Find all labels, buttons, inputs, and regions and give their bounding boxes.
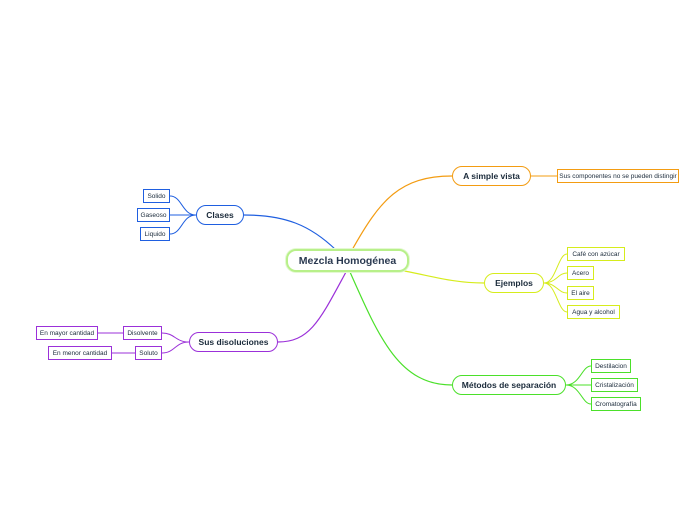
subtopic-label: En mayor cantidad: [39, 329, 95, 337]
subtopic-label: Café con azúcar: [572, 250, 620, 258]
subtopic-el-aire[interactable]: El aire: [567, 286, 594, 300]
subtopic-label: Gaseoso: [140, 211, 167, 219]
link-acero: [543, 272, 568, 284]
subtopic-liquido[interactable]: Liquido: [140, 227, 170, 241]
subtopic-cromatografia[interactable]: Cromatografía: [591, 397, 641, 411]
subtopic-label: El aire: [571, 289, 590, 297]
topic-label: Ejemplos: [495, 278, 533, 288]
subtopic-menor-cantidad[interactable]: En menor cantidad: [48, 346, 112, 360]
link-cafe: [543, 253, 568, 284]
link-solido: [169, 195, 197, 216]
subtopic-label: Cromatografía: [595, 400, 637, 408]
subtopic-label: Soluto: [139, 349, 158, 357]
subtopic-label: Destilacion: [595, 362, 627, 370]
link-disolvente: [161, 332, 190, 343]
central-topic-label: Mezcla Homogénea: [298, 254, 397, 267]
subtopic-mayor-cantidad[interactable]: En mayor cantidad: [36, 326, 98, 340]
subtopic-destilacion[interactable]: Destilacion: [591, 359, 631, 373]
link-destilacion: [565, 365, 592, 386]
link-metodos: [349, 271, 453, 386]
subtopic-label: Disolvente: [127, 329, 158, 337]
subtopic-cafe[interactable]: Café con azúcar: [567, 247, 625, 261]
subtopic-label: Agua y alcohol: [572, 308, 615, 316]
link-aire: [543, 282, 568, 294]
subtopic-cristalizacion[interactable]: Cristalización: [591, 378, 638, 392]
subtopic-disolvente[interactable]: Disolvente: [123, 326, 162, 340]
subtopic-label: Sus componentes no se pueden distingir: [559, 172, 677, 180]
topic-label: Sus disoluciones: [198, 337, 269, 347]
link-agua: [543, 282, 568, 313]
link-liquido: [169, 214, 197, 235]
subtopic-label: Liquido: [144, 230, 166, 238]
subtopic-label: Cristalización: [595, 381, 634, 389]
subtopic-gaseoso[interactable]: Gaseoso: [137, 208, 170, 222]
topic-clases[interactable]: Clases: [196, 205, 244, 225]
subtopic-acero[interactable]: Acero: [567, 266, 594, 280]
link-a-simple-vista: [351, 175, 453, 251]
topic-a-simple-vista[interactable]: A simple vista: [452, 166, 531, 186]
subtopic-sus-componentes[interactable]: Sus componentes no se pueden distingir: [557, 169, 679, 183]
link-cromatografia: [565, 384, 592, 405]
link-disoluciones: [277, 271, 347, 343]
subtopic-agua-alcohol[interactable]: Agua y alcohol: [567, 305, 620, 319]
subtopic-label: Acero: [572, 269, 589, 277]
subtopic-label: Solido: [147, 192, 166, 200]
subtopic-label: En menor cantidad: [52, 349, 108, 357]
central-topic[interactable]: Mezcla Homogénea: [286, 249, 409, 272]
link-soluto: [161, 341, 190, 354]
link-clases: [243, 214, 337, 251]
subtopic-solido[interactable]: Solido: [143, 189, 170, 203]
topic-label: A simple vista: [463, 171, 520, 181]
topic-metodos[interactable]: Métodos de separación: [452, 375, 566, 395]
topic-label: Clases: [206, 210, 234, 220]
subtopic-soluto[interactable]: Soluto: [135, 346, 162, 360]
topic-ejemplos[interactable]: Ejemplos: [484, 273, 544, 293]
topic-disoluciones[interactable]: Sus disoluciones: [189, 332, 278, 352]
topic-label: Métodos de separación: [461, 380, 557, 390]
